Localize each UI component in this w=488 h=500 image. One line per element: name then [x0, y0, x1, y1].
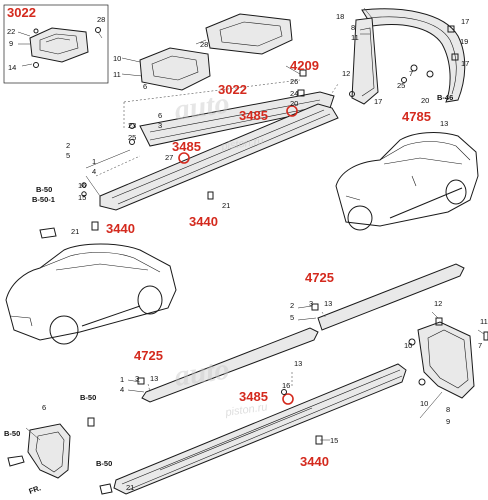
callout-b50-1: B-50-1 — [32, 195, 55, 204]
hotspot-3485-lower[interactable] — [178, 152, 190, 164]
callout-l15: 15 — [330, 436, 338, 445]
callout-numbers: 22 9 14 28 10 11 28 6 6 3 23 25 26 24 20… — [4, 12, 488, 496]
code-4725-lower: 4725 — [134, 348, 163, 363]
section-codes: 3022 3022 4209 3485 3485 4785 3440 3440 … — [7, 5, 431, 469]
callout-14: 14 — [8, 63, 16, 72]
callout-l10a: 10 — [404, 341, 412, 350]
callout-6: 6 — [158, 111, 162, 120]
callout-r25: 25 — [397, 81, 405, 90]
callout-r7: 7 — [409, 69, 413, 78]
callout-l4: 4 — [120, 385, 124, 394]
callout-rb46: B-46 — [437, 93, 453, 102]
callout-6-top: 6 — [143, 82, 147, 91]
callout-r11: 11 — [351, 33, 359, 42]
code-3022-top: 3022 — [7, 5, 36, 20]
code-3440-left: 3440 — [106, 221, 135, 236]
callout-27: 27 — [165, 153, 173, 162]
callout-2: 2 — [66, 141, 70, 150]
watermark-lower: auto — [172, 353, 231, 393]
callout-l9: 9 — [446, 417, 450, 426]
code-3485-upper: 3485 — [239, 108, 268, 123]
callout-l8: 8 — [446, 405, 450, 414]
callout-l10b: 10 — [420, 399, 428, 408]
hotspot-3485-upper[interactable] — [286, 105, 298, 117]
callout-9: 9 — [9, 39, 13, 48]
mud-flap-rear — [408, 317, 488, 399]
code-3022-mid: 3022 — [218, 82, 247, 97]
callout-16: 16 — [78, 181, 86, 190]
callout-5: 5 — [66, 151, 70, 160]
fasteners-lower — [99, 303, 327, 495]
callout-r18: 18 — [336, 12, 344, 21]
callout-l12: 12 — [434, 299, 442, 308]
code-4209: 4209 — [290, 58, 319, 73]
callout-lb50b: B-50 — [96, 459, 112, 468]
callout-20: 20 — [290, 99, 298, 108]
callout-22: 22 — [7, 27, 15, 36]
code-4785: 4785 — [402, 109, 431, 124]
callout-l6: 6 — [42, 403, 46, 412]
callout-l13: 13 — [324, 299, 332, 308]
callout-r17c: 17 — [374, 97, 382, 106]
fender-liner — [349, 8, 466, 105]
callout-lb50-right: B-50 — [80, 393, 96, 402]
hotspot-3485-bottom[interactable] — [282, 393, 294, 405]
side-sill-upper-assembly — [95, 79, 339, 211]
callout-b50: B-50 — [36, 185, 52, 194]
engine-undercover-upper — [139, 13, 293, 91]
callout-r8: 8 — [351, 23, 355, 32]
car-sedan-top — [335, 132, 479, 231]
undercover-inset — [3, 4, 109, 84]
callout-11: 11 — [113, 70, 121, 79]
callout-28a: 28 — [97, 15, 105, 24]
callout-r20: 20 — [421, 96, 429, 105]
code-3485-bottom: 3485 — [239, 389, 268, 404]
callout-fr: FR. — [28, 483, 42, 496]
callout-23: 23 — [128, 121, 136, 130]
callout-l21: 21 — [126, 483, 134, 492]
callout-21-left: 21 — [71, 227, 79, 236]
callout-l13c: 13 — [294, 359, 302, 368]
watermark-upper-sub: piston.ru — [220, 135, 264, 153]
watermark: auto piston.ru auto piston.ru — [172, 87, 268, 420]
callout-l11: 11 — [480, 317, 488, 326]
callout-r19: 19 — [460, 37, 468, 46]
leader-lines — [17, 7, 485, 441]
callout-24: 24 — [290, 89, 298, 98]
car-sedan-bottom — [5, 243, 177, 345]
code-4725-upper: 4725 — [305, 270, 334, 285]
callout-25: 25 — [128, 133, 136, 142]
side-sill-lower-assembly — [113, 263, 465, 495]
callout-r12: 12 — [342, 69, 350, 78]
callout-l5: 5 — [290, 313, 294, 322]
callout-15: 15 — [78, 193, 86, 202]
callout-r17b: 17 — [461, 59, 469, 68]
callout-21-center: 21 — [222, 201, 230, 210]
callout-r13: 13 — [440, 119, 448, 128]
code-3485-lower: 3485 — [172, 139, 201, 154]
callout-l16: 16 — [282, 381, 290, 390]
callout-l7: 7 — [478, 341, 482, 350]
callout-1: 1 — [92, 157, 96, 166]
code-3440-center: 3440 — [189, 214, 218, 229]
callout-l3b: 3 — [135, 374, 139, 383]
callout-l13b: 13 — [150, 374, 158, 383]
mud-flap-front — [7, 417, 95, 479]
callout-3: 3 — [158, 121, 162, 130]
callout-28b: 28 — [200, 40, 208, 49]
callout-26: 26 — [290, 77, 298, 86]
watermark-upper: auto — [172, 87, 231, 127]
callout-4: 4 — [92, 167, 96, 176]
fasteners-center — [39, 69, 307, 239]
callout-lb50a: B-50 — [4, 429, 20, 438]
callout-10: 10 — [113, 54, 121, 63]
callout-l2: 2 — [290, 301, 294, 310]
callout-l3: 3 — [309, 299, 313, 308]
callout-l1: 1 — [120, 375, 124, 384]
callout-r17a: 17 — [461, 17, 469, 26]
code-3440-bottom: 3440 — [300, 454, 329, 469]
watermark-lower-sub: piston.ru — [224, 401, 268, 419]
